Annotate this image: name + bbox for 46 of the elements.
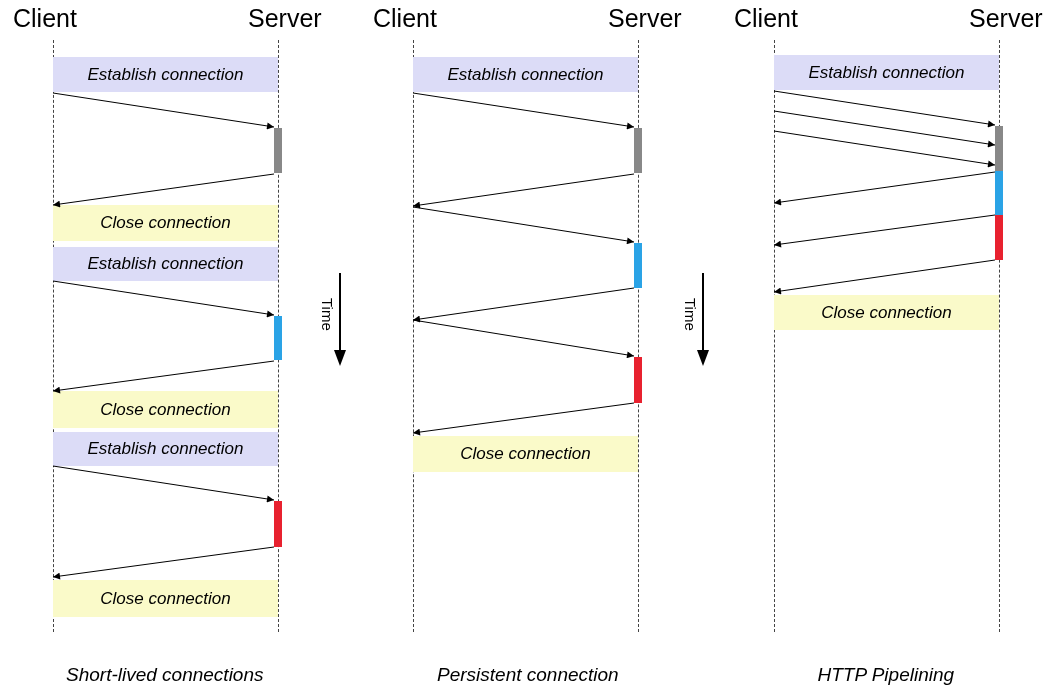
note-band: Establish connection (413, 57, 638, 92)
activation-bar (634, 128, 642, 173)
note-band: Establish connection (53, 57, 278, 92)
message-arrow (773, 110, 996, 148)
panel-caption: Persistent connection (437, 664, 619, 686)
note-band: Close connection (53, 205, 278, 241)
note-band: Close connection (53, 580, 278, 617)
activation-bar (634, 357, 642, 403)
note-band: Establish connection (774, 55, 999, 90)
activation-bar (634, 243, 642, 288)
activation-bar (995, 126, 1003, 171)
activation-bar (274, 316, 282, 360)
participant-label: Server (969, 4, 1043, 32)
message-arrow (773, 171, 996, 206)
message-arrow (773, 259, 996, 295)
message-arrow (773, 130, 996, 168)
participant-label: Server (608, 4, 682, 32)
message-arrow (412, 92, 635, 130)
note-band: Close connection (774, 295, 999, 330)
message-arrow (773, 214, 996, 248)
panel-caption: HTTP Pipelining (817, 664, 955, 686)
message-arrow (52, 92, 275, 130)
message-arrow (412, 402, 635, 436)
participant-label: Client (373, 4, 437, 32)
note-band: Close connection (53, 391, 278, 428)
activation-bar (274, 128, 282, 173)
message-arrow (412, 173, 635, 209)
activation-bar (995, 215, 1003, 260)
message-arrow (52, 173, 275, 208)
message-arrow (773, 90, 996, 128)
time-label: Time (319, 298, 336, 331)
message-arrow (52, 360, 275, 394)
message-arrow (52, 546, 275, 580)
participant-label: Client (734, 4, 798, 32)
note-band: Establish connection (53, 432, 278, 466)
note-band: Establish connection (53, 247, 278, 281)
panel-caption: Short-lived connections (66, 664, 264, 686)
note-band: Close connection (413, 436, 638, 472)
message-arrow (412, 319, 635, 359)
activation-bar (995, 171, 1003, 215)
participant-label: Server (248, 4, 322, 32)
message-arrow (412, 206, 635, 245)
time-label: Time (682, 298, 699, 331)
message-arrow (412, 287, 635, 323)
participant-label: Client (13, 4, 77, 32)
activation-bar (274, 501, 282, 547)
